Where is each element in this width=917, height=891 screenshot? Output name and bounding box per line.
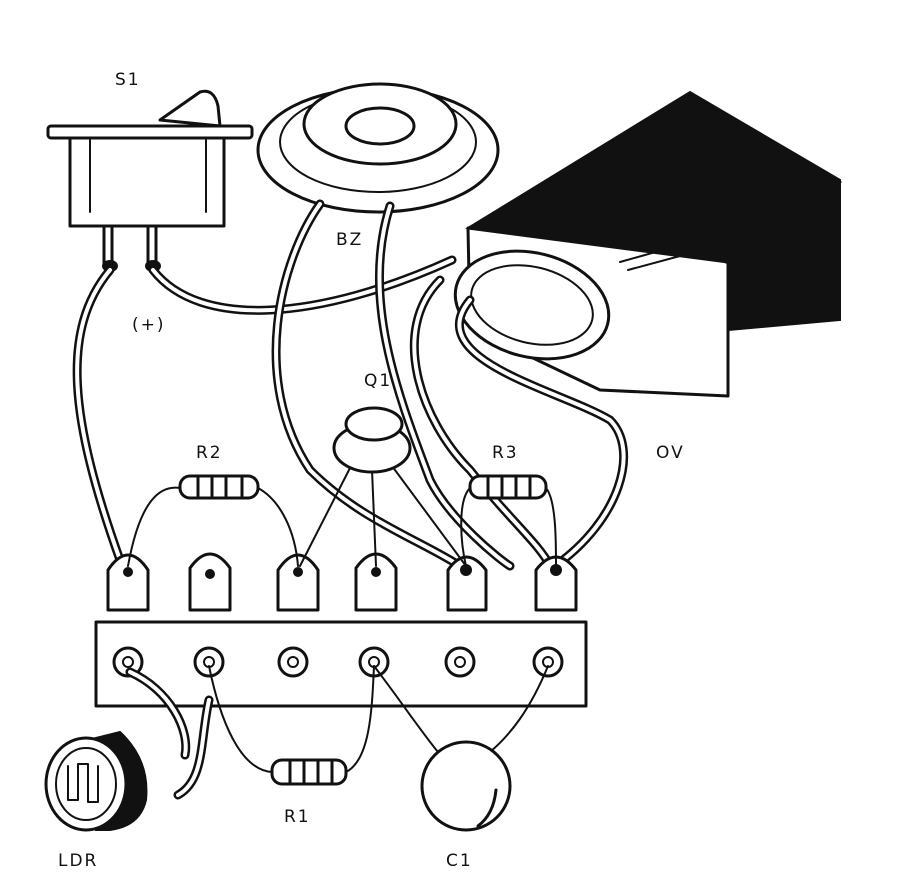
label-positive: (+) [132, 315, 166, 335]
transistor-q1 [299, 406, 467, 567]
label-r2: R2 [196, 443, 223, 463]
resistor-r2 [127, 474, 299, 567]
battery-9v [453, 90, 842, 398]
ldr-photoresistor [44, 667, 214, 832]
label-r3: R3 [492, 443, 519, 463]
terminal-screws [112, 646, 564, 678]
label-c1: C1 [446, 851, 473, 871]
resistor-r1 [208, 665, 375, 786]
terminal-strip [94, 552, 588, 708]
switch-s1 [46, 89, 254, 272]
label-ldr: LDR [58, 851, 98, 871]
wires [72, 199, 629, 571]
resistor-r3 [460, 474, 557, 567]
capacitor-c1 [373, 665, 549, 832]
label-q1: Q1 [364, 371, 392, 391]
label-s1: S1 [115, 70, 141, 90]
label-r1: R1 [284, 807, 311, 827]
label-0v: OV [656, 443, 685, 463]
label-bz: BZ [336, 230, 363, 250]
buzzer-bz [256, 82, 500, 214]
